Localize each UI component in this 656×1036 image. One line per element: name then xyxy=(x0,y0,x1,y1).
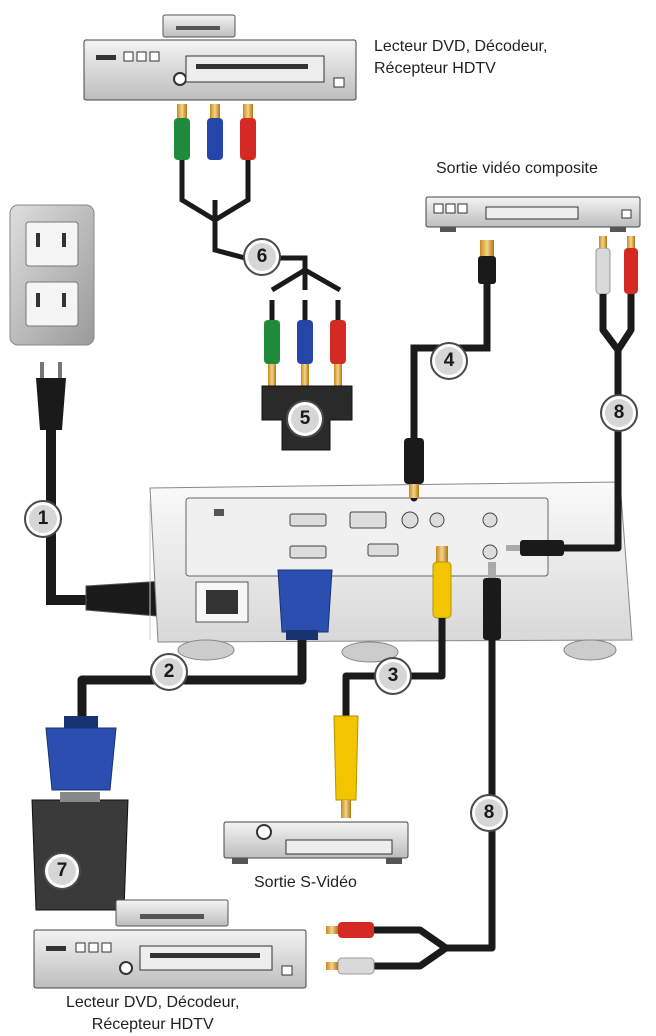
dvd-player-top xyxy=(83,14,357,101)
svideo-out-label: Sortie S-Vidéo xyxy=(254,874,357,891)
callout-7: 7 xyxy=(43,852,81,890)
dvd-bottom-label-line1: Lecteur DVD, Décodeur, xyxy=(66,994,240,1011)
projector xyxy=(149,481,633,663)
dvd-top-label-line1: Lecteur DVD, Décodeur, xyxy=(374,38,548,55)
dvd-top-label-line2: Récepteur HDTV xyxy=(374,60,496,77)
component-cable xyxy=(174,104,353,451)
dvd-player-bottom xyxy=(33,899,307,989)
callout-8-bottom: 8 xyxy=(470,794,508,832)
callout-4: 4 xyxy=(430,342,468,380)
composite-video-player xyxy=(425,196,641,232)
callout-5: 5 xyxy=(286,400,324,438)
vga-cable xyxy=(31,569,333,911)
dvd-top-label: Lecteur DVD, Décodeur, Récepteur HDTV xyxy=(374,36,547,80)
svideo-player xyxy=(223,821,409,864)
dvd-bottom-label: Lecteur DVD, Décodeur, Récepteur HDTV xyxy=(66,992,239,1036)
callout-6: 6 xyxy=(243,238,281,276)
callout-2: 2 xyxy=(150,653,188,691)
callout-1: 1 xyxy=(24,500,62,538)
callout-8-top: 8 xyxy=(600,394,638,432)
composite-out-label: Sortie vidéo composite xyxy=(436,160,598,177)
callout-3: 3 xyxy=(374,657,412,695)
wall-outlet xyxy=(9,204,95,346)
audio-cable xyxy=(326,562,501,975)
dvd-bottom-label-line2: Récepteur HDTV xyxy=(91,1016,214,1033)
